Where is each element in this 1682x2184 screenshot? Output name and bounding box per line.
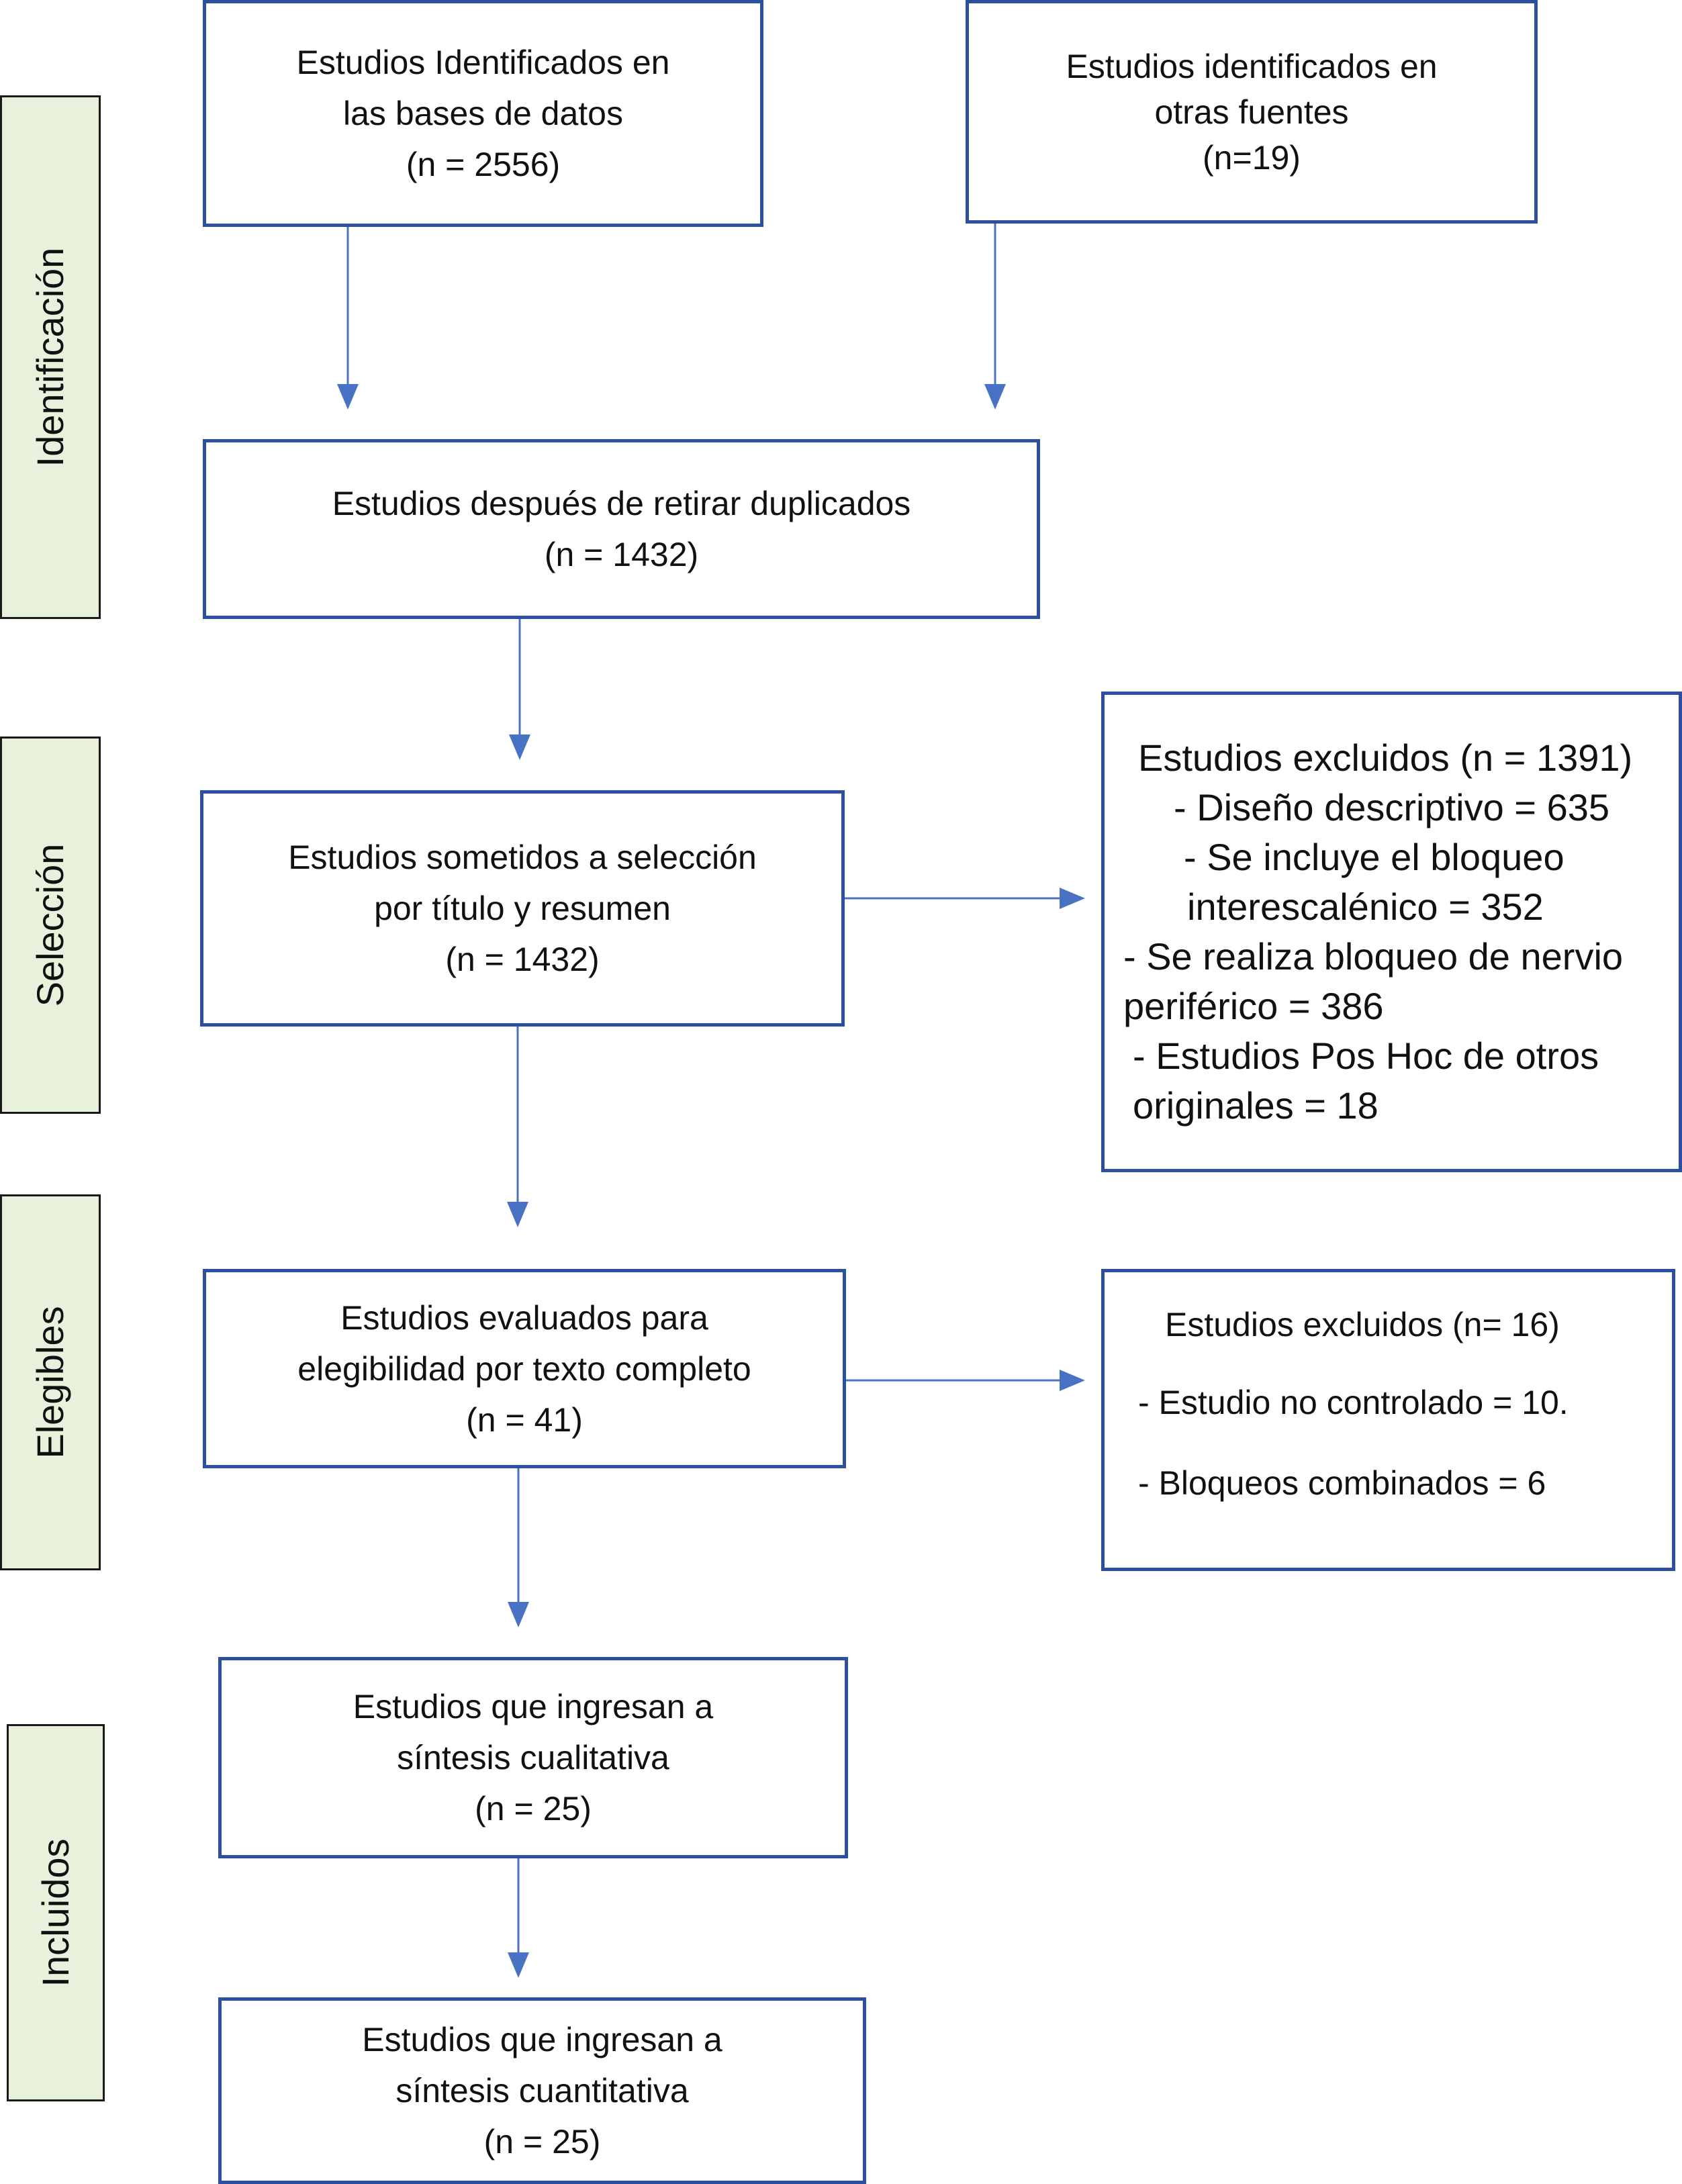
box-qualitative-synthesis: Estudios que ingresan a síntesis cualita… bbox=[218, 1657, 848, 1858]
arrow-screened-to-eligible bbox=[507, 1027, 528, 1227]
box-text-line: (n = 2556) bbox=[406, 146, 561, 183]
box-text-line: (n=19) bbox=[1203, 138, 1301, 177]
box-text-line: (n = 41) bbox=[466, 1400, 583, 1439]
phase-elegibles: Elegibles bbox=[0, 1194, 101, 1570]
box-text-line: Estudios que ingresan a bbox=[362, 2021, 722, 2058]
box-text-line: - Estudio no controlado = 10. bbox=[1138, 1384, 1569, 1421]
box-text-line: Estudios Identificados en bbox=[296, 44, 670, 81]
arrow-eligible-to-qualitative bbox=[508, 1468, 529, 1627]
box-text-line: las bases de datos bbox=[343, 95, 623, 132]
phase-seleccion: Selección bbox=[0, 737, 101, 1114]
box-eligibility-full-text: Estudios evaluados para elegibilidad por… bbox=[203, 1269, 846, 1468]
box-screened-title-abstract: Estudios sometidos a selección por títul… bbox=[200, 790, 845, 1027]
box-text-line: Estudios sometidos a selección bbox=[288, 839, 757, 876]
box-text-line: Estudios identificados en bbox=[1066, 47, 1438, 85]
box-quantitative-synthesis: Estudios que ingresan a síntesis cuantit… bbox=[218, 1997, 866, 2184]
box-after-deduplication: Estudios después de retirar duplicados (… bbox=[203, 439, 1040, 619]
box-text-line: síntesis cuantitativa bbox=[395, 2072, 689, 2109]
box-text-line: Estudios excluidos (n= 16) bbox=[1165, 1306, 1560, 1343]
box-other-sources: Estudios identificados en otras fuentes … bbox=[966, 0, 1538, 224]
arrow-other-to-dedup bbox=[984, 224, 1006, 410]
box-text-line: por título y resumen bbox=[374, 890, 671, 927]
arrow-screened-to-excluded bbox=[845, 888, 1085, 909]
box-text-line: - Diseño descriptivo = 635 bbox=[1174, 786, 1610, 828]
box-text-line: (n = 25) bbox=[475, 1790, 592, 1827]
box-text-line: Estudios después de retirar duplicados bbox=[332, 485, 911, 522]
arrow-qualitative-to-quantitative bbox=[508, 1858, 529, 1978]
box-text-line: periférico = 386 bbox=[1123, 985, 1384, 1027]
box-text-line: Estudios evaluados para bbox=[340, 1298, 708, 1337]
box-text-line: interescalénico = 352 bbox=[1187, 886, 1544, 928]
box-text-line: - Se realiza bloqueo de nervio bbox=[1123, 935, 1624, 978]
phase-incluidos: Incluidos bbox=[7, 1724, 105, 2101]
box-text-line: Estudios que ingresan a bbox=[353, 1688, 714, 1725]
box-database-records: Estudios Identificados en las bases de d… bbox=[203, 0, 763, 227]
box-text-line: - Se incluye el bloqueo bbox=[1184, 836, 1564, 878]
box-text-line: (n = 25) bbox=[483, 2123, 601, 2161]
box-text-line: otras fuentes bbox=[1154, 93, 1349, 131]
box-text-line: (n = 1432) bbox=[445, 941, 600, 978]
arrow-db-to-dedup bbox=[337, 227, 359, 410]
phase-identificacion: Identificación bbox=[0, 95, 101, 619]
box-text-line: - Bloqueos combinados = 6 bbox=[1138, 1464, 1546, 1502]
box-text-line: síntesis cualitativa bbox=[397, 1739, 669, 1776]
arrow-eligible-to-excluded bbox=[846, 1370, 1085, 1391]
box-text-line: originales = 18 bbox=[1133, 1084, 1379, 1127]
box-text-line: (n = 1432) bbox=[544, 536, 699, 573]
box-excluded-screening: Estudios excluidos (n = 1391) - Diseño d… bbox=[1101, 692, 1682, 1172]
box-text-line: Estudios excluidos (n = 1391) bbox=[1138, 737, 1633, 779]
box-text-line: - Estudios Pos Hoc de otros bbox=[1133, 1035, 1599, 1077]
box-text-line: elegibilidad por texto completo bbox=[297, 1349, 751, 1388]
arrow-dedup-to-screened bbox=[509, 619, 530, 760]
box-excluded-eligibility: Estudios excluidos (n= 16) - Estudio no … bbox=[1101, 1269, 1675, 1571]
